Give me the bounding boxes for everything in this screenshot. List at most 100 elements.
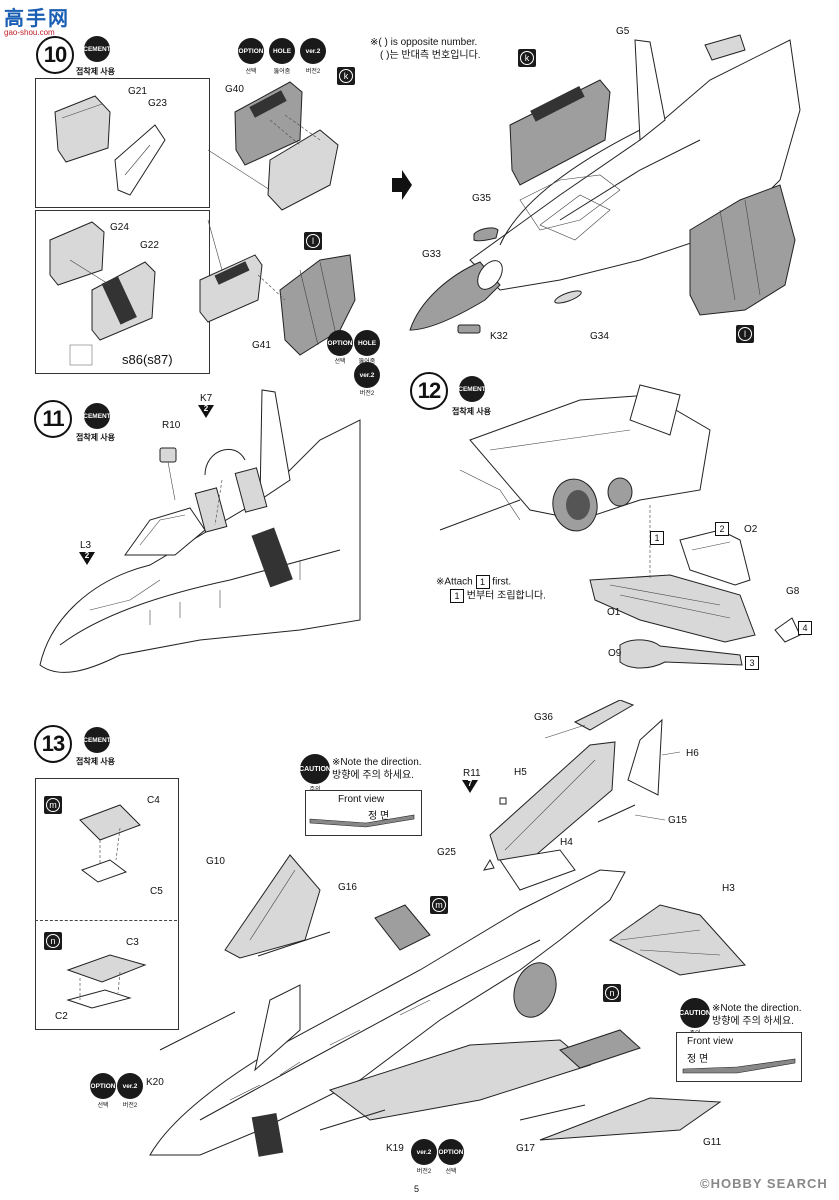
hole-badge-2: HOLE — [354, 330, 380, 356]
part-label-G34: G34 — [590, 331, 609, 342]
part-label-K7: K7 — [200, 393, 213, 404]
part-label-G24: G24 — [110, 222, 129, 233]
front-view-kr-1: 정 면 — [368, 811, 390, 822]
part-label-G11: G11 — [703, 1137, 722, 1148]
marker-n-box: n — [44, 932, 62, 950]
part-label-G22: G22 — [140, 240, 159, 251]
option-badge-2: OPTION — [327, 330, 353, 356]
step12-note-en: ※Attach — [436, 576, 473, 588]
part-label-H3: H3 — [722, 883, 735, 894]
part-label-C5: C5 — [150, 886, 163, 897]
marker-1: 1 — [650, 531, 664, 545]
part-label-K32: K32 — [490, 331, 508, 342]
step-11-number: 11 — [34, 400, 72, 438]
part-label-G10: G10 — [206, 856, 225, 867]
hole-caption: 뚫어줌 — [273, 69, 291, 75]
cement-badge-12: CEMENT — [458, 376, 486, 402]
part-label-H6: H6 — [686, 748, 699, 759]
part-label-R10: R10 — [162, 420, 181, 431]
cement-caption-12: 접착제 사용 — [452, 407, 492, 416]
front-view-label-1: Front view — [338, 794, 385, 805]
part-label-K19: K19 — [386, 1143, 404, 1154]
step13-box-divider — [35, 920, 177, 921]
ver2-badge-2: ver.2 — [354, 362, 380, 388]
cement-caption: 접착제 사용 — [76, 67, 116, 76]
step12-note: ※Attach 1 first. 1 번부터 조립합니다. — [436, 575, 546, 603]
caution-note-2: ※Note the direction. 방향에 주의 하세요. — [712, 1002, 802, 1028]
part-label-G8: G8 — [786, 586, 800, 597]
marker-l-right: l — [736, 325, 754, 343]
r11-triangle — [462, 780, 478, 793]
part-label-G17: G17 — [516, 1143, 535, 1154]
part-label-L3: L3 — [80, 540, 92, 551]
caution-note-1-en: ※Note the direction. — [332, 757, 422, 768]
option-caption-13: 선택 — [97, 1103, 109, 1109]
marker-m-box: m — [44, 796, 62, 814]
step12-note-num: 1 — [475, 575, 490, 589]
caution-note-2-kr: 방향에 주의 하세요. — [712, 1016, 794, 1027]
part-label-O9: O9 — [608, 648, 622, 659]
caution-note-2-en: ※Note the direction. — [712, 1003, 802, 1014]
ver2-caption-2: 버전2 — [359, 391, 375, 397]
ver2-caption: 버전2 — [305, 69, 321, 75]
part-label-G33: G33 — [422, 249, 441, 260]
watermark-url: gao-shou.com — [4, 28, 55, 37]
marker-k: k — [337, 67, 355, 85]
step10-note-kr: ( )는 반대측 번호입니다. — [380, 50, 481, 61]
part-label-H5: H5 — [514, 767, 527, 778]
part-label-G16: G16 — [338, 882, 357, 893]
step13-drawing — [66, 700, 746, 1157]
front-view-box-1: Front view 정 면 — [305, 790, 422, 836]
hole-badge: HOLE — [269, 38, 295, 64]
ver2-badge-13b: ver.2 — [411, 1139, 437, 1165]
part-label-C2: C2 — [55, 1011, 68, 1022]
ver2-caption-13b: 버전2 — [416, 1169, 432, 1175]
front-view-shape-2 — [682, 1058, 796, 1074]
ver2-caption-13: 버전2 — [122, 1103, 138, 1109]
watermark-logo: 高手网 gao-shou.com — [4, 2, 84, 37]
marker-k-right: k — [518, 49, 536, 67]
part-label-G15: G15 — [668, 815, 687, 826]
stencil-label: s86(s87) — [122, 352, 173, 367]
g8-number: 4 — [798, 621, 812, 635]
caution-note-1: ※Note the direction. 방향에 주의 하세요. — [332, 756, 422, 782]
ver2-badge-13: ver.2 — [117, 1073, 143, 1099]
marker-m-main: m — [430, 896, 448, 914]
cement-caption-13: 접착제 사용 — [76, 757, 116, 766]
option-caption-13b: 선택 — [445, 1169, 457, 1175]
option-badge-13: OPTION — [90, 1073, 116, 1099]
part-label-O2: O2 — [744, 524, 758, 535]
cement-caption-11: 접착제 사용 — [76, 433, 116, 442]
cement-badge-13: CEMENT — [83, 727, 111, 753]
part-label-G5: G5 — [616, 26, 630, 37]
part-label-C3: C3 — [126, 937, 139, 948]
step12-note-kr: 번부터 조립합니다. — [466, 590, 546, 602]
option-caption: 선택 — [245, 69, 257, 75]
part-label-G21: G21 — [128, 86, 147, 97]
part-label-O1: O1 — [607, 607, 621, 618]
marker-n-main: n — [603, 984, 621, 1002]
option-badge: OPTION — [238, 38, 264, 64]
option-caption-2: 선택 — [334, 359, 346, 365]
part-label-G36: G36 — [534, 712, 553, 723]
part-label-G40: G40 — [225, 84, 244, 95]
step10-drawing — [49, 34, 801, 366]
step10-note-en: ※( ) is opposite number. — [370, 37, 478, 48]
ver2-badge: ver.2 — [300, 38, 326, 64]
caution-badge-2: CAUTION — [679, 998, 711, 1028]
step12-note-num-kr: 1 — [450, 589, 464, 603]
k7-triangle — [198, 405, 214, 418]
step-12-number: 12 — [410, 372, 448, 410]
step-13-number: 13 — [34, 725, 72, 763]
front-view-label-2: Front view — [687, 1036, 734, 1047]
part-label-G35: G35 — [472, 193, 491, 204]
l3-triangle — [79, 552, 95, 565]
part-label-C4: C4 — [147, 795, 160, 806]
part-label-K20: K20 — [146, 1077, 164, 1088]
step11-drawing — [39, 389, 361, 673]
part-label-G41: G41 — [252, 340, 271, 351]
step10-note: ※( ) is opposite number. ( )는 반대측 번호입니다. — [370, 36, 481, 62]
cement-badge-11: CEMENT — [83, 403, 111, 429]
step-10-number: 10 — [36, 36, 74, 74]
o9-number: 3 — [745, 656, 759, 670]
